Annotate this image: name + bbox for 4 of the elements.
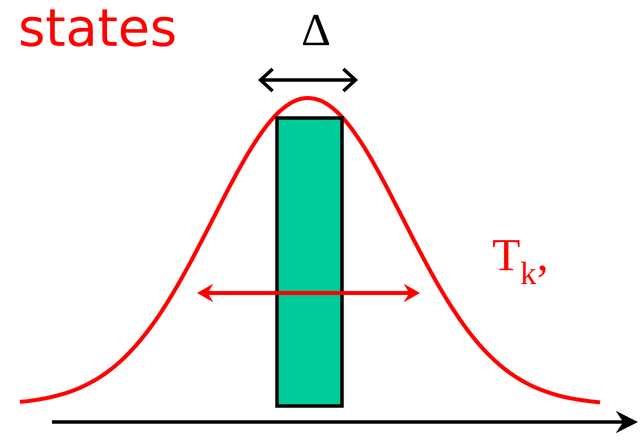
bar (275, 116, 344, 408)
title-text: states (21, 9, 174, 47)
axis-label: T$_{k}$, (493, 240, 546, 284)
delta-symbol: Δ (302, 14, 330, 46)
